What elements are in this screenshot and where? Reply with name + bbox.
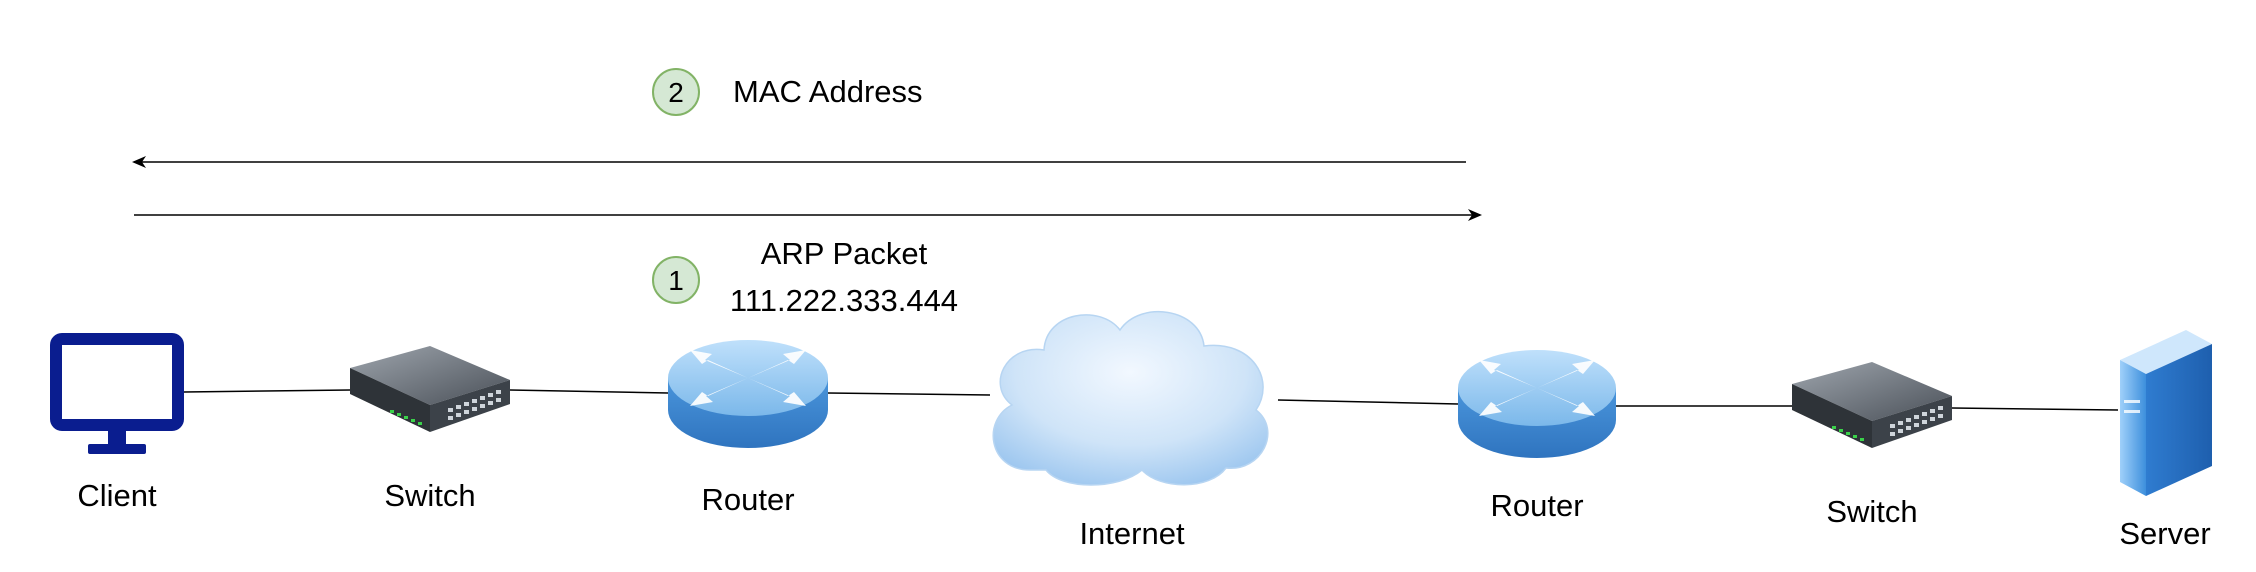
client-node[interactable]: Client: [50, 333, 184, 513]
monitor-icon: [50, 333, 184, 454]
network-switch-icon: [1792, 362, 1952, 448]
router-icon: [668, 340, 828, 448]
link-router-internet: [827, 392, 991, 396]
client-label: Client: [77, 478, 157, 513]
switch-right-label: Switch: [1826, 494, 1917, 529]
mac-address-label: MAC Address: [733, 74, 923, 109]
step-1-badge: 1: [652, 256, 700, 304]
arp-packet-label: ARP Packet: [761, 236, 928, 271]
link-switch-router: [509, 389, 669, 394]
router-right-label: Router: [1490, 488, 1583, 523]
link-client-switch: [183, 389, 351, 393]
switch-right-node[interactable]: Switch: [1792, 362, 1952, 529]
link-switch-server: [1951, 407, 2119, 411]
cloud-icon: [992, 310, 1269, 486]
switch-left-label: Switch: [384, 478, 475, 513]
link-internet-router: [1277, 399, 1459, 405]
server-node[interactable]: Server: [2119, 330, 2212, 551]
internet-label: Internet: [1079, 516, 1185, 551]
switch-left-node[interactable]: Switch: [350, 346, 510, 513]
router-left-label: Router: [701, 482, 794, 517]
step-2-badge: 2: [652, 68, 700, 116]
step-badge-circle: [652, 68, 700, 116]
router-left-node[interactable]: Router: [668, 340, 828, 517]
router-icon: [1458, 350, 1616, 458]
router-right-node[interactable]: Router: [1458, 350, 1616, 523]
internet-node[interactable]: Internet: [992, 310, 1269, 551]
step-badge-circle: [652, 256, 700, 304]
step-badge-number: 1: [668, 265, 684, 296]
server-tower-icon: [2120, 330, 2212, 496]
ip-address-label: 111.222.333.444: [730, 283, 958, 318]
connection-lines: [183, 389, 2119, 411]
network-switch-icon: [350, 346, 510, 432]
step-badge-number: 2: [668, 77, 684, 108]
server-label: Server: [2119, 516, 2210, 551]
